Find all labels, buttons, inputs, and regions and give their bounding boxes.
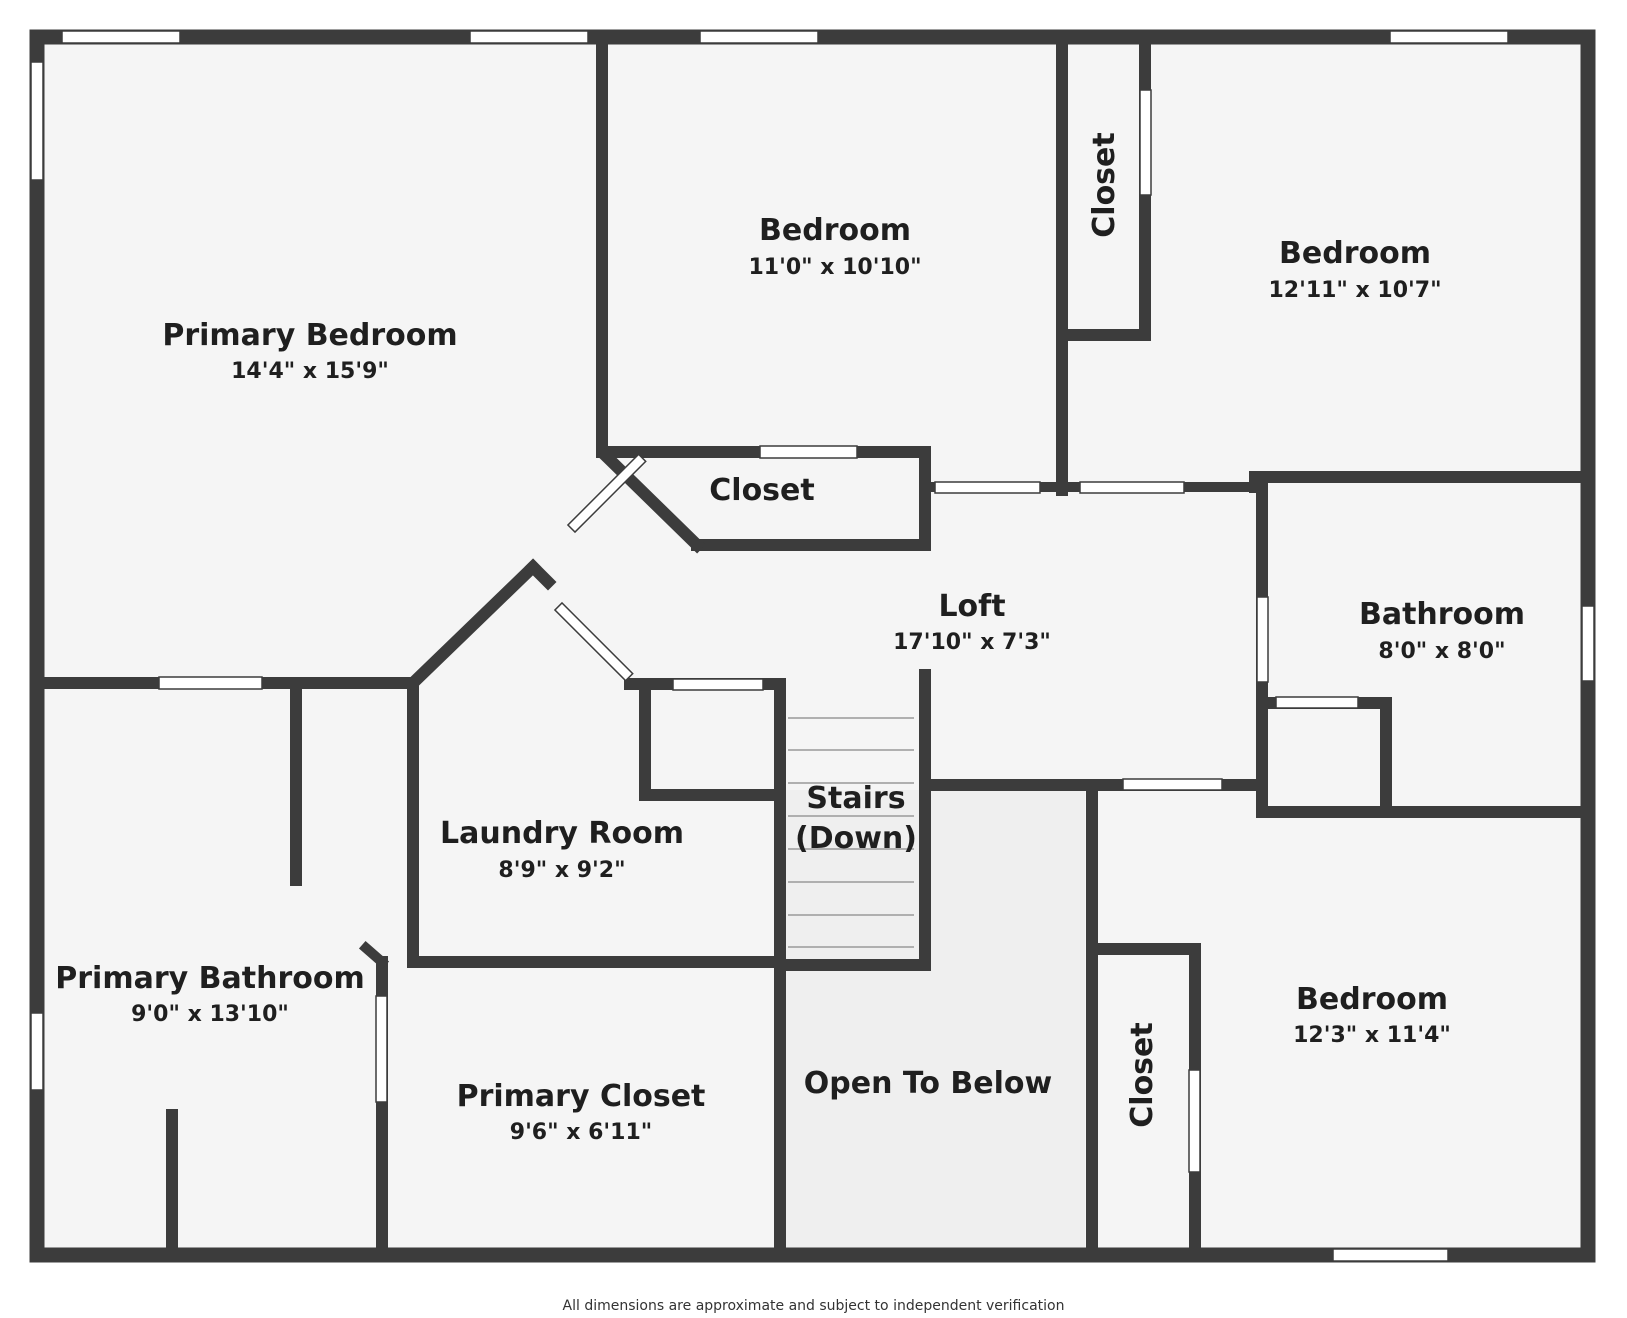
door-opening (1275, 696, 1359, 709)
door-openings (158, 89, 1359, 1173)
window (469, 30, 589, 44)
door-opening (1079, 481, 1185, 494)
door-opening (934, 481, 1041, 494)
door-opening (672, 678, 764, 691)
bedroom-top-right-dims: 12'11" x 10'7" (1268, 278, 1441, 303)
bathroom-name: Bathroom (1359, 597, 1525, 632)
room-labels: Primary Bedroom 14'4" x 15'9" Bedroom 11… (55, 132, 1525, 1145)
door-opening (1256, 596, 1269, 683)
door-opening (375, 995, 388, 1103)
laundry-room-name: Laundry Room (440, 816, 684, 851)
door-opening (566, 453, 647, 534)
primary-bedroom-dims: 14'4" x 15'9" (231, 359, 389, 384)
windows (30, 30, 1595, 1262)
window (61, 30, 181, 44)
primary-closet-name: Primary Closet (457, 1079, 706, 1114)
loft-dims: 17'10" x 7'3" (893, 630, 1051, 655)
closet-bottom-vertical-name: Closet (1125, 1022, 1160, 1127)
window (30, 61, 44, 181)
primary-bathroom-dims: 9'0" x 13'10" (131, 1002, 289, 1027)
laundry-room-dims: 8'9" x 9'2" (498, 858, 625, 883)
closet-top-vertical-name: Closet (1087, 132, 1122, 237)
door-opening (158, 676, 263, 690)
bedroom-bottom-right-dims: 12'3" x 11'4" (1293, 1023, 1451, 1048)
stair-treads (788, 717, 914, 948)
door-opening (1188, 1069, 1201, 1173)
bedroom-top-right-name: Bedroom (1279, 236, 1431, 271)
bedroom-top-dims: 11'0" x 10'10" (748, 255, 921, 280)
window (30, 1012, 44, 1091)
primary-bathroom-name: Primary Bathroom (55, 961, 364, 996)
disclaimer-text: All dimensions are approximate and subje… (562, 1298, 1065, 1314)
primary-closet-dims: 9'6" x 6'11" (510, 1120, 652, 1145)
window (1332, 1248, 1449, 1262)
stairs-name-line1: Stairs (806, 781, 905, 816)
open-to-below-area (780, 790, 1085, 1250)
stairs-name-line2: (Down) (795, 821, 917, 856)
bedroom-top-name: Bedroom (759, 213, 911, 248)
bedroom-bottom-right-name: Bedroom (1296, 982, 1448, 1017)
window (699, 30, 819, 44)
window (1389, 30, 1509, 44)
open-to-below-name: Open To Below (804, 1066, 1052, 1101)
door-opening (1122, 778, 1223, 791)
door-opening (1139, 89, 1152, 196)
door-opening (553, 601, 634, 682)
primary-bedroom-name: Primary Bedroom (162, 318, 457, 353)
closet-mid-name: Closet (709, 473, 814, 508)
window (1581, 605, 1595, 682)
bathroom-dims: 8'0" x 8'0" (1378, 639, 1505, 664)
loft-name: Loft (938, 589, 1005, 624)
door-opening (759, 445, 858, 459)
